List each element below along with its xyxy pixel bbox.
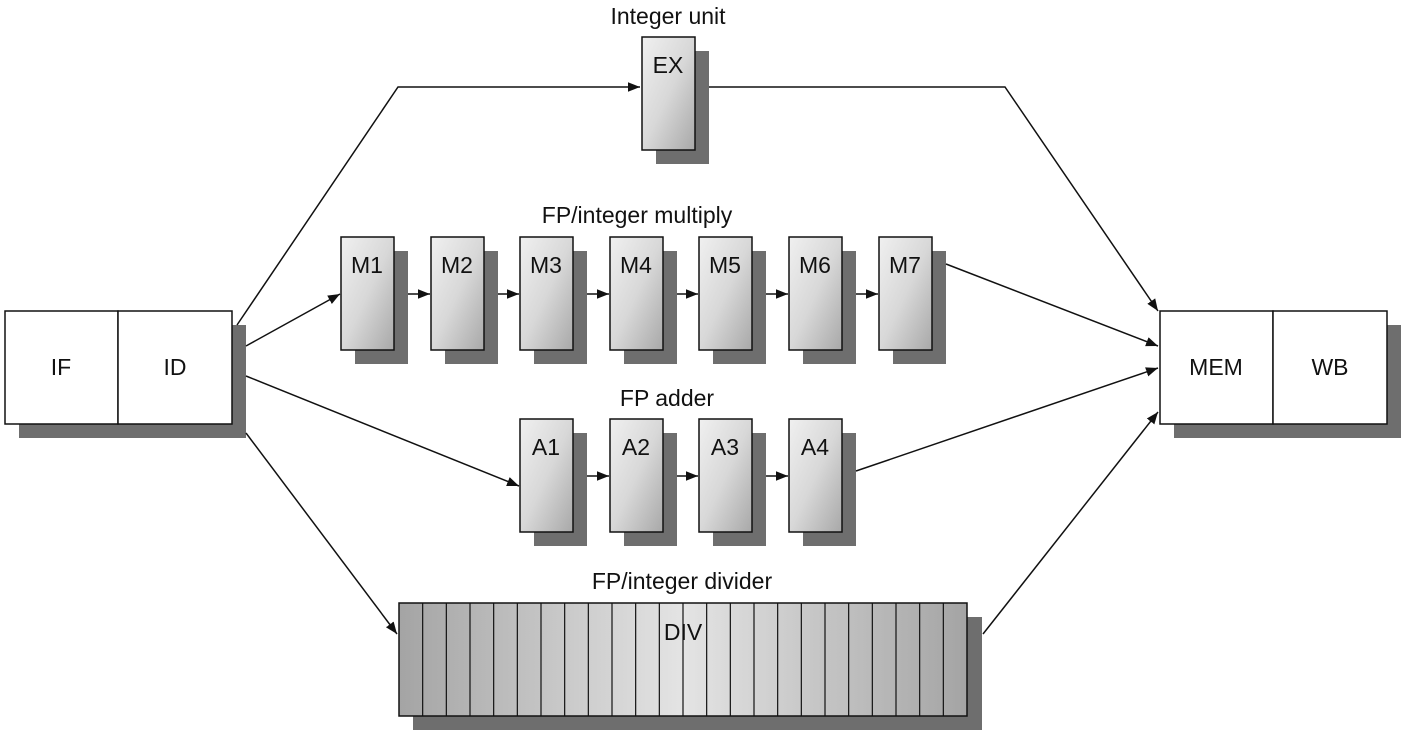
a1-box xyxy=(519,418,574,533)
mem-label: MEM xyxy=(1189,354,1243,380)
div-to-mem-arrow xyxy=(982,411,1159,635)
wb-label: WB xyxy=(1311,354,1348,380)
multiply-pipeline: M1 M2 M3 M4 M5 M6 M7 xyxy=(340,236,946,364)
ex-box xyxy=(641,36,696,151)
m2-box xyxy=(430,236,485,351)
wb-stage xyxy=(1272,310,1388,425)
a4-to-mem-arrow xyxy=(855,367,1159,472)
m6-label: M6 xyxy=(799,252,831,278)
m1-box xyxy=(340,236,395,351)
id-to-a1-arrow xyxy=(245,375,520,487)
id-to-ex-path xyxy=(236,82,640,326)
id-to-div-arrow xyxy=(245,432,398,635)
id-label: ID xyxy=(164,354,187,380)
div-label: DIV xyxy=(664,619,703,645)
m3-label: M3 xyxy=(530,252,562,278)
a2-stage: A2 xyxy=(609,418,677,546)
a2-label: A2 xyxy=(622,434,650,460)
if-stage xyxy=(4,310,119,425)
id-stage xyxy=(117,310,233,425)
div-segment-dividers xyxy=(422,603,944,716)
a3-label: A3 xyxy=(711,434,739,460)
divider-title: FP/integer divider xyxy=(592,568,773,594)
a4-label: A4 xyxy=(801,434,829,460)
a4-box xyxy=(788,418,843,533)
m2-label: M2 xyxy=(441,252,473,278)
id-to-m1-arrow xyxy=(245,293,341,347)
m3-box xyxy=(519,236,574,351)
m4-stage: M4 xyxy=(609,236,677,364)
a3-box xyxy=(698,418,753,533)
ex-label: EX xyxy=(653,52,684,78)
multiply-title: FP/integer multiply xyxy=(542,202,733,228)
m7-to-mem-arrow xyxy=(945,263,1159,347)
m7-label: M7 xyxy=(889,252,921,278)
m5-label: M5 xyxy=(709,252,741,278)
m7-stage: M7 xyxy=(878,236,946,364)
m3-stage: M3 xyxy=(519,236,587,364)
adder-title: FP adder xyxy=(620,385,715,411)
ex-stage: EX xyxy=(641,36,709,164)
back-end-block: MEM WB xyxy=(1159,310,1401,438)
m6-box xyxy=(788,236,843,351)
a2-box xyxy=(609,418,664,533)
m5-box xyxy=(698,236,753,351)
front-end-block: IF ID xyxy=(4,310,246,438)
m1-label: M1 xyxy=(351,252,383,278)
integer-unit-title: Integer unit xyxy=(610,3,726,29)
ex-to-mem-path xyxy=(709,86,1159,312)
a1-stage: A1 xyxy=(519,418,587,546)
m4-label: M4 xyxy=(620,252,652,278)
m7-box xyxy=(878,236,933,351)
a1-label: A1 xyxy=(532,434,560,460)
m1-stage: M1 xyxy=(340,236,408,364)
m5-stage: M5 xyxy=(698,236,766,364)
if-label: IF xyxy=(51,354,71,380)
div-stage: DIV xyxy=(398,602,982,730)
adder-pipeline: A1 A2 A3 A4 xyxy=(519,418,856,546)
m2-stage: M2 xyxy=(430,236,498,364)
connections xyxy=(236,82,1159,635)
m4-box xyxy=(609,236,664,351)
a3-stage: A3 xyxy=(698,418,766,546)
m6-stage: M6 xyxy=(788,236,856,364)
a4-stage: A4 xyxy=(788,418,856,546)
